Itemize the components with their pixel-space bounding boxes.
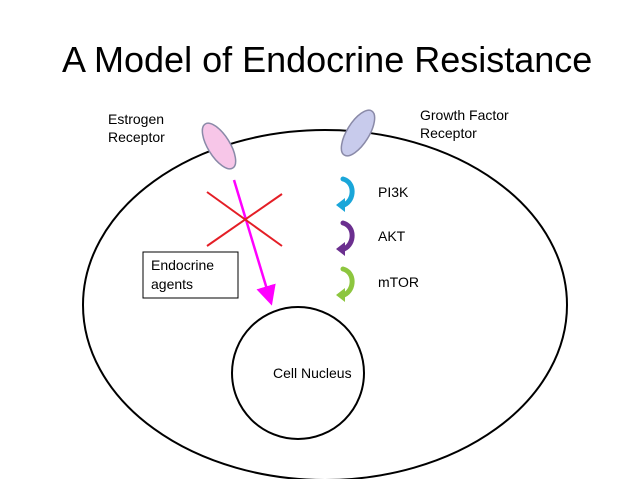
pathway-group: PI3K AKT mTOR bbox=[336, 176, 419, 302]
mtor-arrow bbox=[340, 266, 355, 298]
pi3k-arrow bbox=[340, 176, 355, 208]
mtor-label: mTOR bbox=[378, 274, 419, 290]
estrogen-signal-arrow bbox=[232, 179, 276, 306]
estrogen-receptor-label: Estrogen Receptor bbox=[108, 111, 168, 145]
pi3k-label: PI3K bbox=[378, 184, 409, 200]
endocrine-agents-box bbox=[142, 251, 239, 299]
endocrine-agents-label: Endocrine agents bbox=[151, 257, 218, 292]
endocrine-agents-label-line-2: agents bbox=[151, 276, 193, 292]
pi3k-arrowhead bbox=[336, 198, 345, 212]
growth-factor-receptor-label-line-1: Growth Factor bbox=[420, 107, 509, 123]
estrogen-receptor-shape bbox=[201, 122, 237, 170]
block-x-stroke-2 bbox=[206, 193, 283, 247]
akt-arrowhead bbox=[336, 242, 345, 256]
block-x-mark bbox=[206, 191, 283, 247]
growth-factor-receptor-shape bbox=[340, 109, 376, 157]
endocrine-agents-label-line-1: Endocrine bbox=[151, 257, 214, 273]
cell-membrane bbox=[82, 129, 568, 479]
page-title: A Model of Endocrine Resistance bbox=[62, 39, 592, 80]
cell-nucleus bbox=[231, 306, 365, 440]
akt-arrow bbox=[340, 220, 355, 252]
growth-factor-receptor-label-line-2: Receptor bbox=[420, 125, 477, 141]
akt-label: AKT bbox=[378, 228, 406, 244]
cell-nucleus-label: Cell Nucleus bbox=[273, 365, 352, 381]
estrogen-receptor-label-line-1: Estrogen bbox=[108, 111, 164, 127]
estrogen-receptor-label-line-2: Receptor bbox=[108, 129, 165, 145]
growth-factor-receptor-label: Growth Factor Receptor bbox=[420, 107, 513, 141]
mtor-arrowhead bbox=[336, 288, 345, 302]
